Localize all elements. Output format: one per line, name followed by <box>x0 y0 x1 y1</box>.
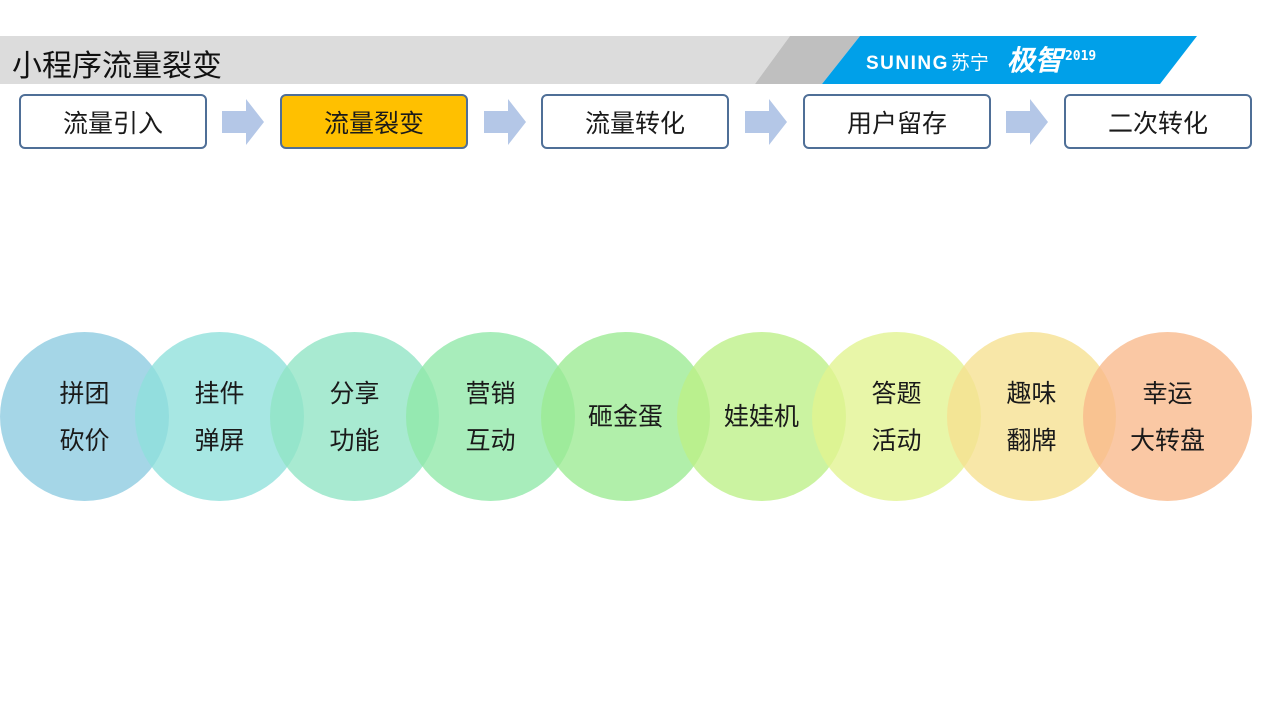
circle-label-line: 娃娃机 <box>723 402 799 431</box>
circle-label-line: 拼团 <box>59 378 110 408</box>
circle-quiz-event[interactable]: 答题活动 <box>812 332 981 501</box>
header-band-dark <box>755 36 860 84</box>
step-label: 流量裂变 <box>323 108 424 138</box>
tactic-circles: 拼团砍价 挂件弹屏 分享功能 营销互动 砸金蛋 娃娃机 答题活动 趣味翻牌 幸运… <box>0 332 1279 502</box>
step-traffic-conversion[interactable]: 流量转化 <box>541 94 729 149</box>
page-title: 小程序流量裂变 <box>12 49 222 84</box>
circle-label-line: 互动 <box>465 425 516 455</box>
circle-label-line: 分享 <box>329 378 380 408</box>
circle-lucky-wheel[interactable]: 幸运大转盘 <box>1083 332 1252 501</box>
circle-label-line: 营销 <box>465 378 516 408</box>
step-second-conversion[interactable]: 二次转化 <box>1064 94 1252 149</box>
circle-label-line: 弹屏 <box>194 425 245 455</box>
step-label: 用户留存 <box>846 108 947 138</box>
event-logo-year: 2019 <box>1064 49 1097 64</box>
brand-name: SUNING <box>866 52 949 74</box>
circle-label-line: 答题 <box>871 378 922 408</box>
circle-label-line: 功能 <box>329 425 380 455</box>
header-band-blue <box>822 36 1197 84</box>
arrow-right-icon <box>1006 99 1048 145</box>
header-band <box>0 36 1279 84</box>
circle-label-line: 砍价 <box>59 425 110 455</box>
step-label: 流量引入 <box>62 108 163 138</box>
step-traffic-fission[interactable]: 流量裂变 <box>280 94 468 149</box>
circle-label-line: 翻牌 <box>1006 425 1057 455</box>
circle-label-line: 挂件 <box>194 378 245 408</box>
step-label: 流量转化 <box>584 108 685 138</box>
brand-name-cn: 苏宁 <box>950 52 989 74</box>
step-user-retention[interactable]: 用户留存 <box>803 94 991 149</box>
arrow-right-icon <box>745 99 787 145</box>
process-steps: 流量引入 流量裂变 流量转化 用户留存 二次转化 <box>0 94 1279 150</box>
arrow-right-icon <box>222 99 264 145</box>
header-band-gray <box>0 36 790 84</box>
circle-label-line: 大转盘 <box>1129 425 1205 455</box>
step-label: 二次转化 <box>1107 108 1208 138</box>
circle-marketing-interaction[interactable]: 营销互动 <box>406 332 575 501</box>
circle-label-line: 砸金蛋 <box>587 402 663 431</box>
event-logo-text: 极智 <box>1006 44 1063 77</box>
circle-group-buy[interactable]: 拼团砍价 <box>0 332 169 501</box>
arrow-right-icon <box>484 99 526 145</box>
event-logo: 极智 2019 <box>1007 46 1096 76</box>
circle-label-line: 趣味 <box>1006 378 1057 408</box>
header-band-shape <box>0 36 1197 84</box>
step-traffic-intro[interactable]: 流量引入 <box>19 94 207 149</box>
circle-label-line: 幸运 <box>1142 378 1193 408</box>
circle-label-line: 活动 <box>871 425 922 455</box>
